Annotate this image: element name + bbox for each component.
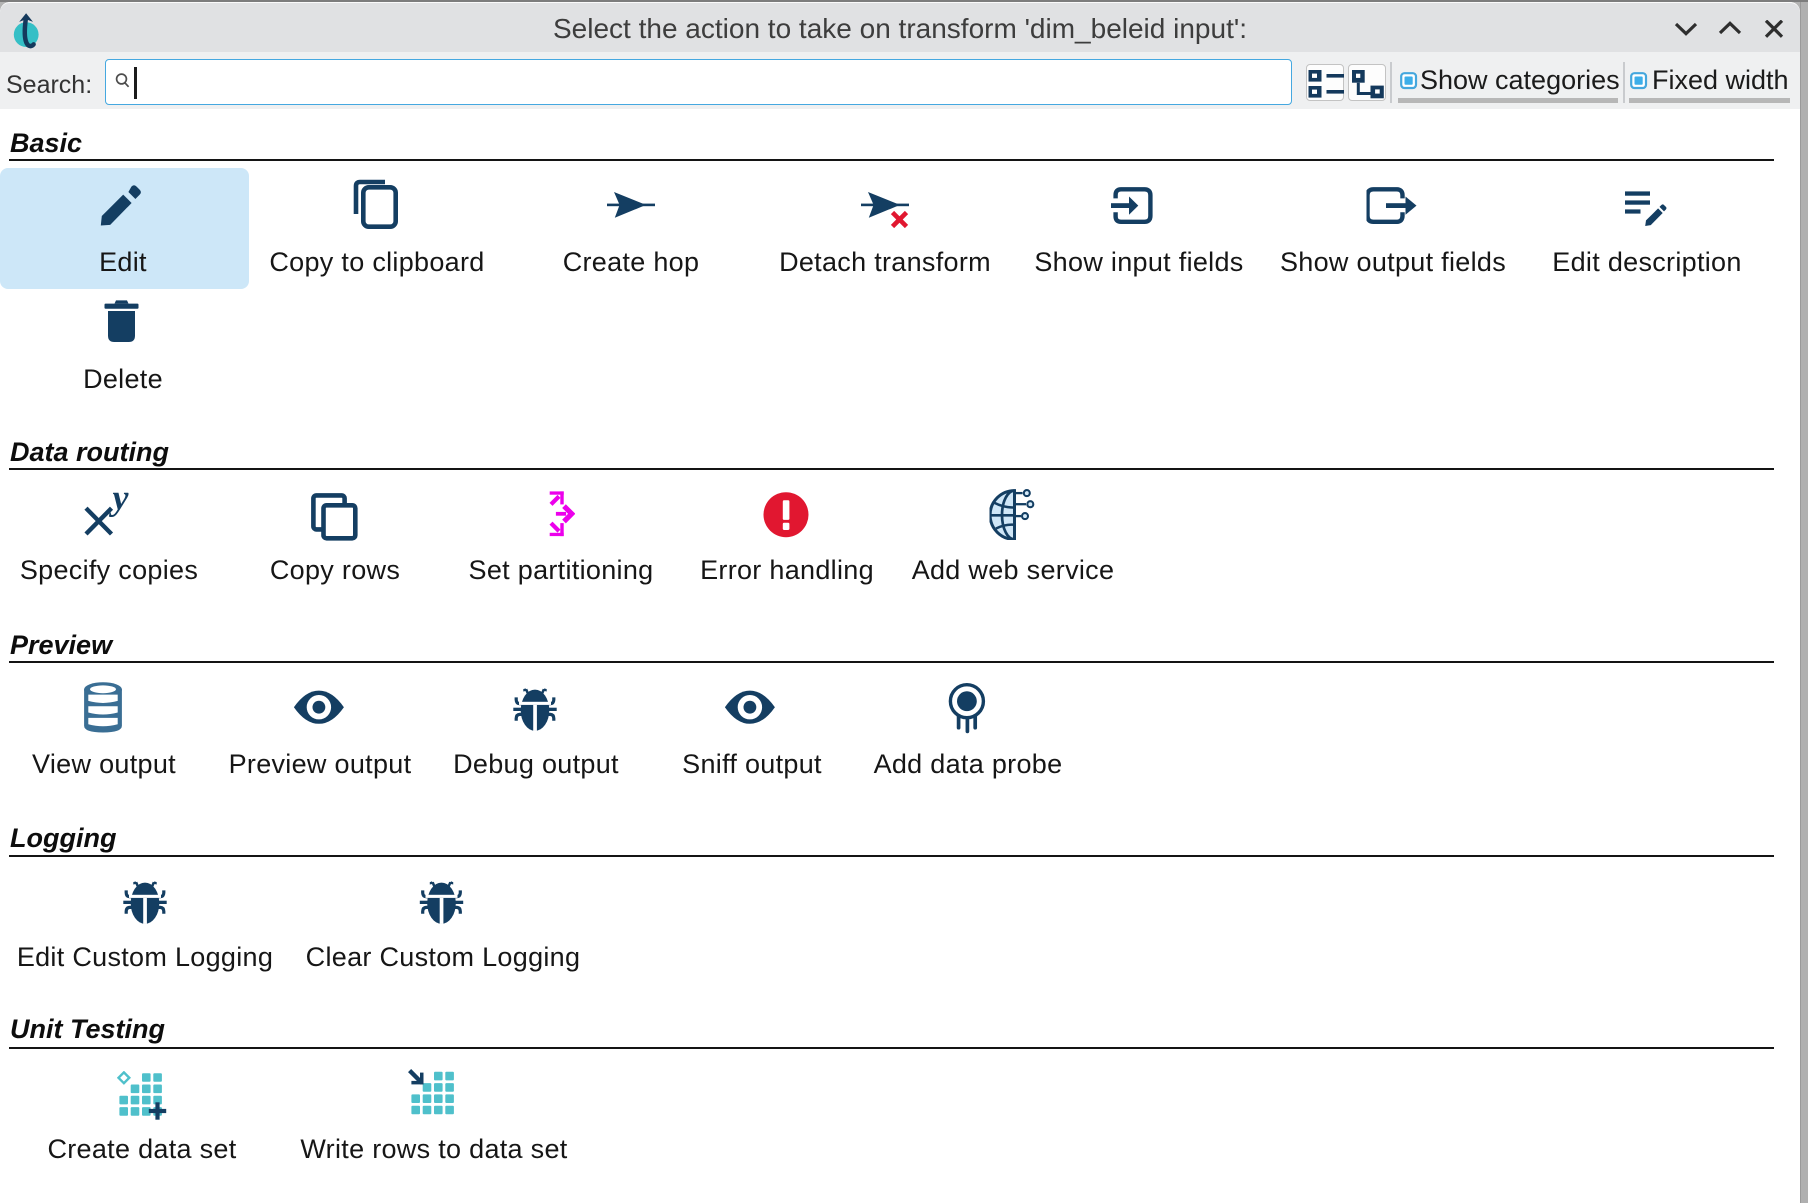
svg-text:y: y [109,492,130,517]
